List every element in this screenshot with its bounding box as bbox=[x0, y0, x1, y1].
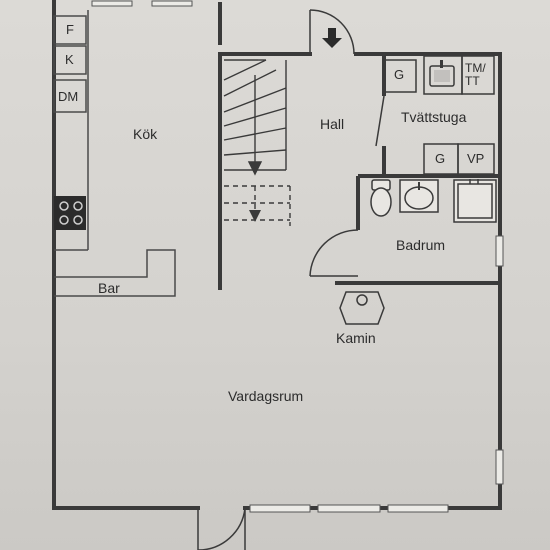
kitchen-appliances bbox=[53, 15, 87, 113]
dishwasher-label: DM bbox=[58, 89, 79, 104]
bar-label: Bar bbox=[98, 280, 120, 296]
shower-icon bbox=[453, 179, 497, 223]
toilet-icon bbox=[370, 179, 392, 217]
outer-walls bbox=[52, 0, 502, 510]
laundry-cabinet-2-label: G bbox=[435, 151, 446, 166]
window-bottom-2 bbox=[317, 504, 381, 513]
washer-dryer-label: TM/ TT bbox=[465, 61, 486, 89]
stove-icon bbox=[54, 196, 86, 230]
bathroom-door bbox=[309, 229, 359, 277]
bathroom-sink-icon bbox=[399, 179, 439, 213]
bar-counter bbox=[54, 249, 176, 297]
kitchen-label: Kök bbox=[133, 126, 158, 142]
window-right-lower bbox=[495, 449, 504, 485]
window-bottom-3 bbox=[387, 504, 449, 513]
laundry-sink-icon bbox=[429, 60, 455, 87]
fridge-label: F bbox=[66, 22, 74, 37]
laundry-label: Tvättstuga bbox=[401, 109, 467, 125]
fireplace-icon bbox=[339, 291, 385, 325]
freezer-label: K bbox=[65, 52, 74, 67]
laundry-opening-line bbox=[375, 95, 385, 147]
laundry-cabinet-label: G bbox=[394, 67, 405, 82]
window-bottom-1 bbox=[249, 504, 311, 513]
window-top-right bbox=[151, 0, 193, 7]
kitchen-counter bbox=[54, 10, 89, 251]
staircase-below bbox=[224, 185, 291, 226]
living-room-label: Vardagsrum bbox=[228, 388, 304, 404]
windows bbox=[91, 0, 504, 513]
bathroom-label: Badrum bbox=[396, 237, 446, 253]
front-door bbox=[309, 9, 355, 55]
hall-label: Hall bbox=[320, 116, 345, 132]
fireplace-label: Kamin bbox=[336, 330, 376, 346]
window-top-left bbox=[91, 0, 133, 7]
window-right-upper bbox=[495, 235, 504, 267]
heat-pump-label: VP bbox=[467, 151, 485, 166]
stair-arrow-icon bbox=[249, 210, 261, 222]
staircase bbox=[223, 59, 287, 176]
terrace-door bbox=[197, 507, 246, 550]
laundry-fixtures bbox=[383, 55, 495, 175]
entrance-arrow-icon bbox=[322, 28, 342, 48]
